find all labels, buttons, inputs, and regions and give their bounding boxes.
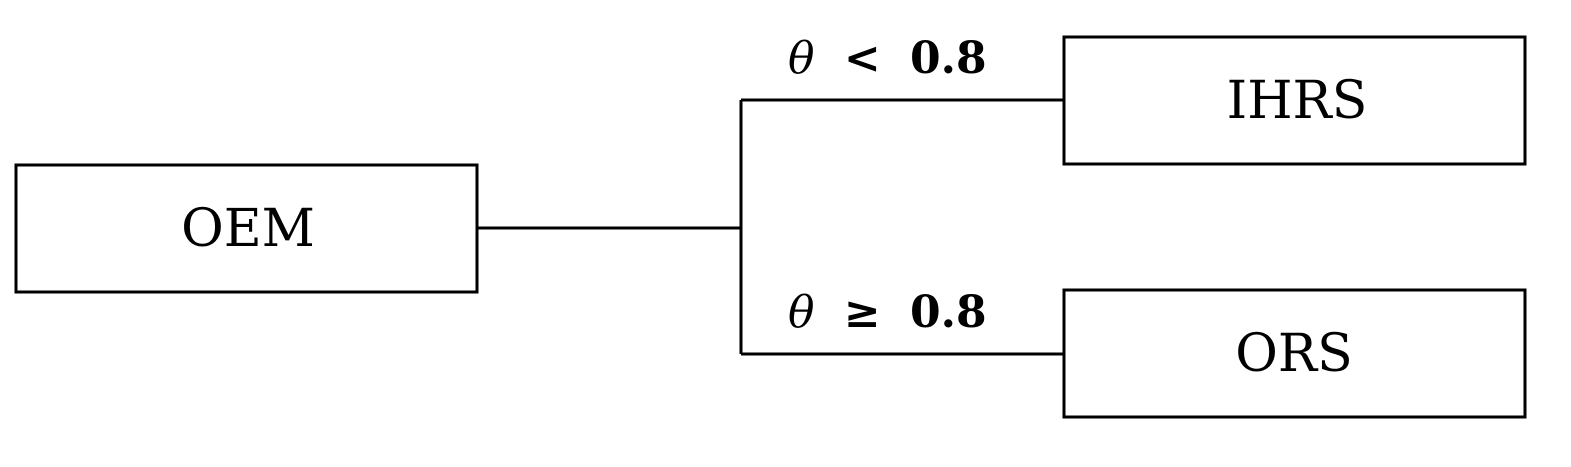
oem-label: OEM [181, 199, 315, 259]
ihrs-node: IHRS [1062, 35, 1527, 166]
lower-condition-symbol: θ [788, 287, 815, 338]
lower-condition-value: 0.8 [910, 287, 987, 338]
upper-branch-condition: θ < 0.8 [788, 33, 987, 84]
ihrs-label: IHRS [1227, 71, 1368, 131]
lower-branch-condition: θ ≥ 0.8 [788, 287, 987, 338]
upper-condition-operator: < [844, 33, 881, 84]
ors-box [1062, 288, 1527, 419]
upper-condition-symbol: θ [788, 33, 815, 84]
upper-condition-value: 0.8 [910, 33, 987, 84]
ors-label: ORS [1235, 324, 1352, 384]
oem-box [14, 163, 479, 294]
ors-node: ORS [1062, 288, 1527, 419]
lower-condition-operator: ≥ [844, 287, 881, 338]
ihrs-box [1062, 35, 1527, 166]
oem-node: OEM [14, 163, 479, 294]
